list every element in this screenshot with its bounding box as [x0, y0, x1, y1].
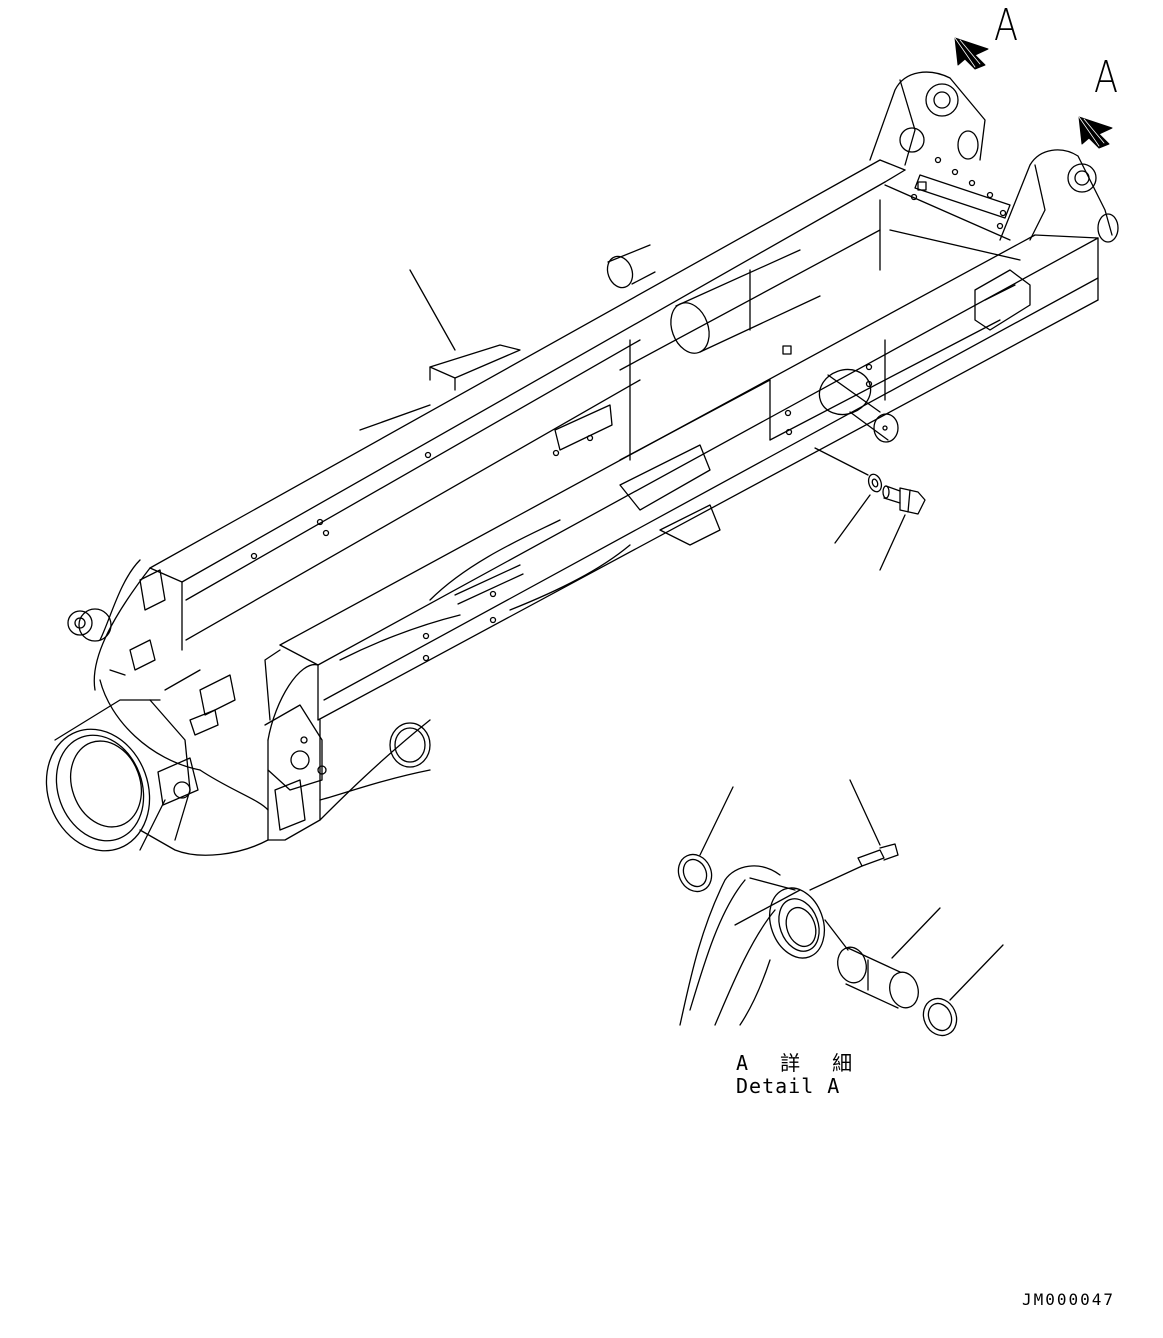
detail-label-en: Detail A: [736, 1074, 841, 1098]
side-cover: [320, 723, 430, 800]
washer: [866, 472, 883, 493]
seal-ring-right: [917, 945, 1003, 1041]
view-letter-a-lower: A: [1094, 52, 1119, 103]
rail-bolt-holes: [252, 436, 593, 661]
rear-yoke-upper: [870, 72, 985, 165]
upper-rail: [150, 160, 905, 650]
washer-and-bolt: [835, 472, 925, 570]
bushing: [825, 908, 940, 1011]
center-cutouts: [360, 405, 720, 610]
leader-line-washer: [835, 495, 870, 543]
drawing-code: JM000047: [1022, 1290, 1116, 1309]
rail-guard: [975, 270, 1030, 330]
inner-plate: [620, 185, 1020, 460]
leader-line-bolt: [880, 515, 905, 570]
grease-fitting: [810, 780, 898, 890]
bolt: [883, 486, 925, 514]
front-body: [68, 560, 460, 855]
cross-tube: [603, 245, 820, 359]
view-letter-a-upper: A: [994, 0, 1019, 51]
carrier-bracket: [410, 270, 520, 390]
yoke-boss: [680, 866, 834, 1025]
rear-yoke-lower: [1000, 150, 1118, 242]
rear-plate: [912, 158, 1011, 229]
recoil-bracket: [158, 705, 326, 830]
detail-label-jp: A 詳 細: [736, 1051, 863, 1075]
detail-a: [672, 780, 1003, 1041]
view-arrow-upper: [955, 38, 988, 69]
seal-ring-left: [672, 787, 733, 897]
view-arrow-lower: [1079, 117, 1112, 148]
stub-axle: [786, 362, 899, 442]
track-frame: [30, 72, 1118, 865]
front-hub: [30, 700, 190, 865]
leader-line-axle: [815, 448, 868, 475]
